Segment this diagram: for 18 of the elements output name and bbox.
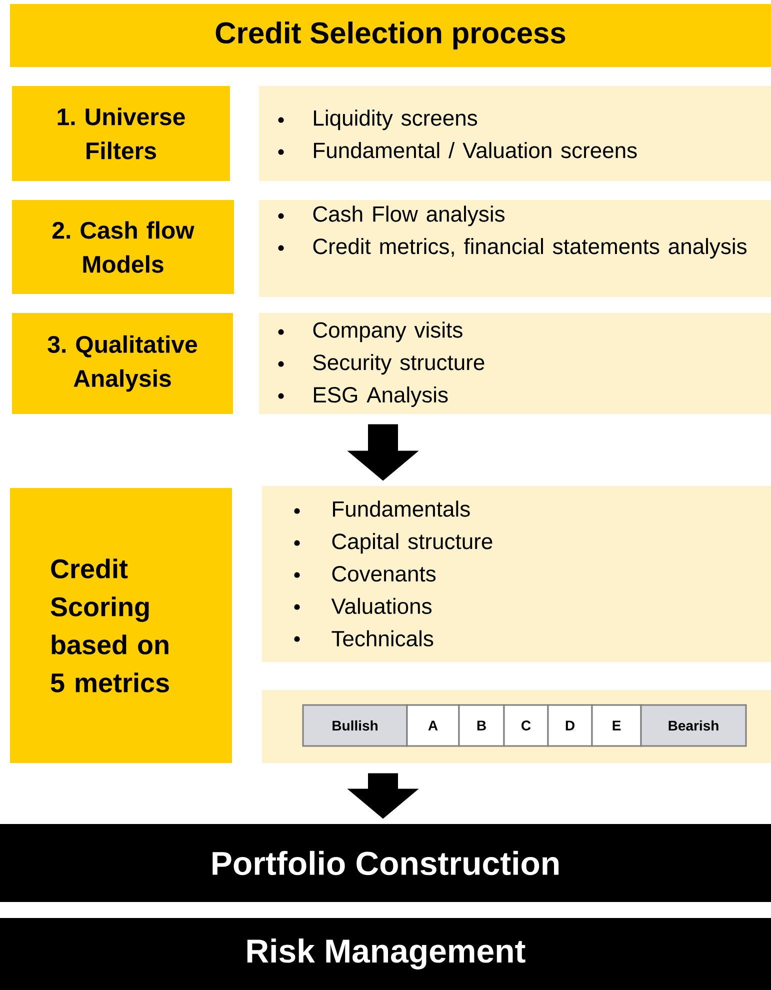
stage-band: Risk Management (0, 918, 771, 990)
scale-cell: C (503, 704, 549, 747)
bullet-list-box: Company visits Security structure ESG Analysis (259, 313, 771, 414)
scale-cell: D (547, 704, 593, 747)
title-band: Credit Selection process (10, 4, 771, 67)
scale-cell: E (591, 704, 642, 747)
bullet-list-box: Fundamentals Capital structure Covenants Valuations Technicals (262, 486, 771, 662)
scale-cell: B (458, 704, 505, 747)
step-box: 1. Universe Filters (12, 86, 230, 181)
scale-cell: A (406, 704, 460, 747)
scale-cell: Bearish (640, 704, 747, 747)
scoring-box: Credit Scoring based on 5 metrics (10, 488, 232, 763)
stage-band: Portfolio Construction (0, 824, 771, 902)
step-box: 3. Qualitative Analysis (12, 313, 233, 414)
step-box: 2. Cash flow Models (12, 200, 234, 294)
scale-cell: Bullish (302, 704, 408, 747)
bullet-list-box: Liquidity screens Fundamental / Valuation screens (259, 86, 771, 181)
bullet-list-box: Cash Flow analysis Credit metrics, financial statements analysis (259, 200, 771, 297)
